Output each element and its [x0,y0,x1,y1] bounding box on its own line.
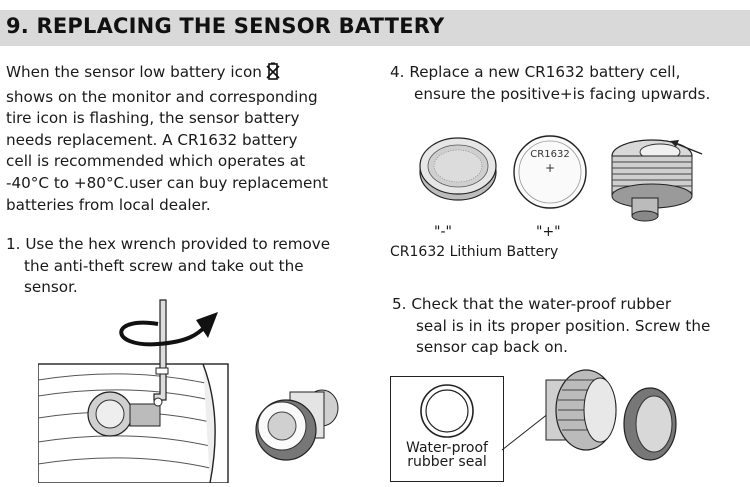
rotate-arrow-icon [119,312,218,347]
sensor-open-figure [602,128,714,232]
step5-line-1: 5. Check that the water-proof rubber [392,295,672,313]
step5-line-3: sensor cap back on. [416,338,568,357]
seal-label-line-1: Water-proof [406,440,488,456]
coin-label: CR1632 [530,149,570,160]
section-title: 9. REPLACING THE SENSOR BATTERY [6,14,445,38]
intro-line-5: cell is recommended which operates at [6,152,306,171]
intro-line-6: -40°C to +80°C.user can buy replacement [6,173,328,192]
seal-callout-box: Water-proof rubber seal [390,376,504,482]
step4-line-2: ensure the positive+is facing upwards. [414,84,711,103]
step4-line-1: 4. Replace a new CR1632 battery cell, [390,63,681,81]
intro-line-4: needs replacement. A CR1632 battery [6,130,298,149]
battery-minus-label: "-" [434,224,452,240]
insert-arrow-icon [670,140,703,155]
intro-line-3: tire icon is flashing, the sensor batter… [6,109,300,128]
seal-label: Water-proof rubber seal [391,441,503,469]
sensor-removed-figure [250,372,350,476]
battery-side-figure [418,132,498,206]
battery-caption: CR1632 Lithium Battery [390,244,559,260]
coin-plus: + [544,161,556,175]
intro-line-2: shows on the monitor and corresponding [6,87,318,106]
battery-low-icon [266,62,280,87]
battery-plus-label: "+" [536,224,561,240]
intro-line-1: When the sensor low battery icon [6,63,262,81]
seal-label-line-2: rubber seal [407,454,487,470]
battery-top-figure: CR1632 + [510,132,590,216]
step5-line-2: seal is in its proper position. Screw th… [416,316,711,335]
step1-line-3: sensor. [24,278,78,297]
step1-paragraph: 1. Use the hex wrench provided to remove… [6,234,330,299]
step1-line-1: 1. Use the hex wrench provided to remove [6,235,331,253]
sensor-assembly-figure [500,350,680,487]
wrench-removal-figure [37,296,238,487]
step4-paragraph: 4. Replace a new CR1632 battery cell, en… [390,62,710,105]
section-header: 9. REPLACING THE SENSOR BATTERY [0,10,750,46]
intro-line-7: batteries from local dealer. [6,195,211,214]
step1-line-2: the anti-theft screw and take out the [24,256,304,275]
step5-paragraph: 5. Check that the water-proof rubber sea… [392,294,710,359]
intro-paragraph: When the sensor low battery icon shows o… [6,62,328,216]
